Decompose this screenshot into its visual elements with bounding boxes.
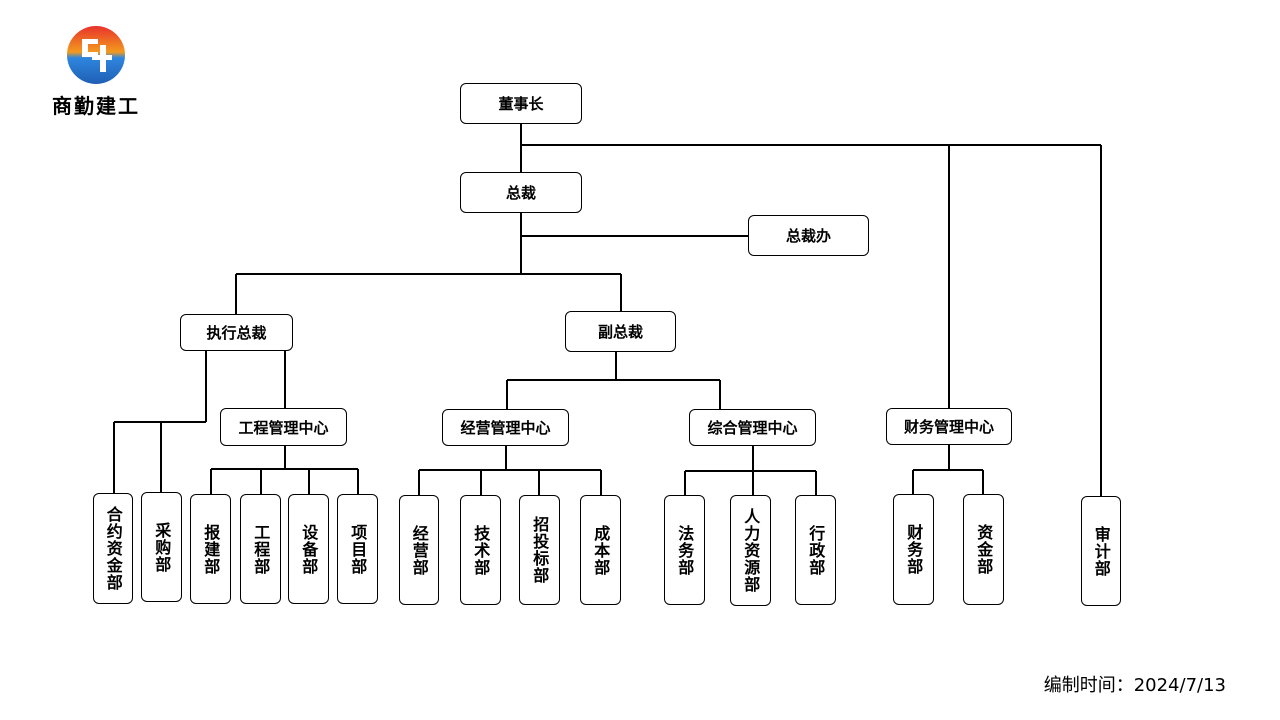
node-legal-dept: 法务部 xyxy=(664,495,705,605)
node-label: 合约资金部 xyxy=(103,506,123,591)
node-label: 财务部 xyxy=(904,524,924,575)
node-label: 人力资源部 xyxy=(741,508,761,593)
node-label: 采购部 xyxy=(152,521,172,573)
node-president-office: 总裁办 xyxy=(748,215,869,256)
node-admin-dept: 行政部 xyxy=(795,495,836,605)
node-bidding-dept: 招投标部 xyxy=(519,495,560,605)
node-label: 财务管理中心 xyxy=(903,418,994,436)
node-label: 资金部 xyxy=(974,524,994,575)
node-business-dept: 经营部 xyxy=(399,495,439,605)
node-label: 招投标部 xyxy=(530,516,550,584)
node-label: 总裁 xyxy=(505,184,536,202)
compile-date: 编制时间：2024/7/13 xyxy=(1043,675,1226,696)
node-finance-center: 财务管理中心 xyxy=(886,408,1012,445)
node-chairman: 董事长 xyxy=(460,83,582,124)
node-finance-dept: 财务部 xyxy=(893,494,934,605)
node-label: 经营部 xyxy=(409,524,429,576)
node-label: 审计部 xyxy=(1091,525,1111,577)
node-equipment-dept: 设备部 xyxy=(288,494,329,604)
node-operations-center: 经营管理中心 xyxy=(442,409,569,446)
node-label: 执行总裁 xyxy=(206,324,267,342)
node-label: 董事长 xyxy=(498,95,544,113)
node-hr-dept: 人力资源部 xyxy=(730,495,771,606)
node-project-dept: 项目部 xyxy=(337,494,378,604)
node-contract-dept: 合约资金部 xyxy=(93,493,133,604)
node-label: 报建部 xyxy=(201,523,221,575)
node-label: 设备部 xyxy=(299,523,319,575)
node-label: 工程管理中心 xyxy=(238,418,329,437)
node-audit-dept: 审计部 xyxy=(1081,496,1121,606)
node-fund-dept: 资金部 xyxy=(963,494,1004,605)
node-label: 法务部 xyxy=(675,524,695,576)
node-label: 技术部 xyxy=(471,524,491,576)
node-tech-dept: 技术部 xyxy=(460,495,501,605)
node-label: 工程部 xyxy=(251,523,271,575)
node-president: 总裁 xyxy=(460,172,582,213)
sq-logo-icon xyxy=(66,25,126,85)
node-cost-dept: 成本部 xyxy=(580,495,621,605)
node-engineering-dept: 工程部 xyxy=(240,494,281,604)
node-label: 副总裁 xyxy=(597,323,643,341)
node-exec-president: 执行总裁 xyxy=(180,314,293,351)
node-label: 综合管理中心 xyxy=(707,419,798,437)
node-vice-president: 副总裁 xyxy=(565,311,676,352)
brand-name: 商勤建工 xyxy=(52,94,140,118)
node-label: 总裁办 xyxy=(785,227,831,245)
node-label: 项目部 xyxy=(348,523,368,575)
node-permit-dept: 报建部 xyxy=(190,494,231,604)
node-label: 经营管理中心 xyxy=(460,419,551,437)
node-label: 成本部 xyxy=(591,524,611,576)
node-purchase-dept: 采购部 xyxy=(141,492,182,602)
node-label: 行政部 xyxy=(806,524,826,576)
node-engineering-center: 工程管理中心 xyxy=(220,408,347,446)
node-general-center: 综合管理中心 xyxy=(689,409,816,446)
